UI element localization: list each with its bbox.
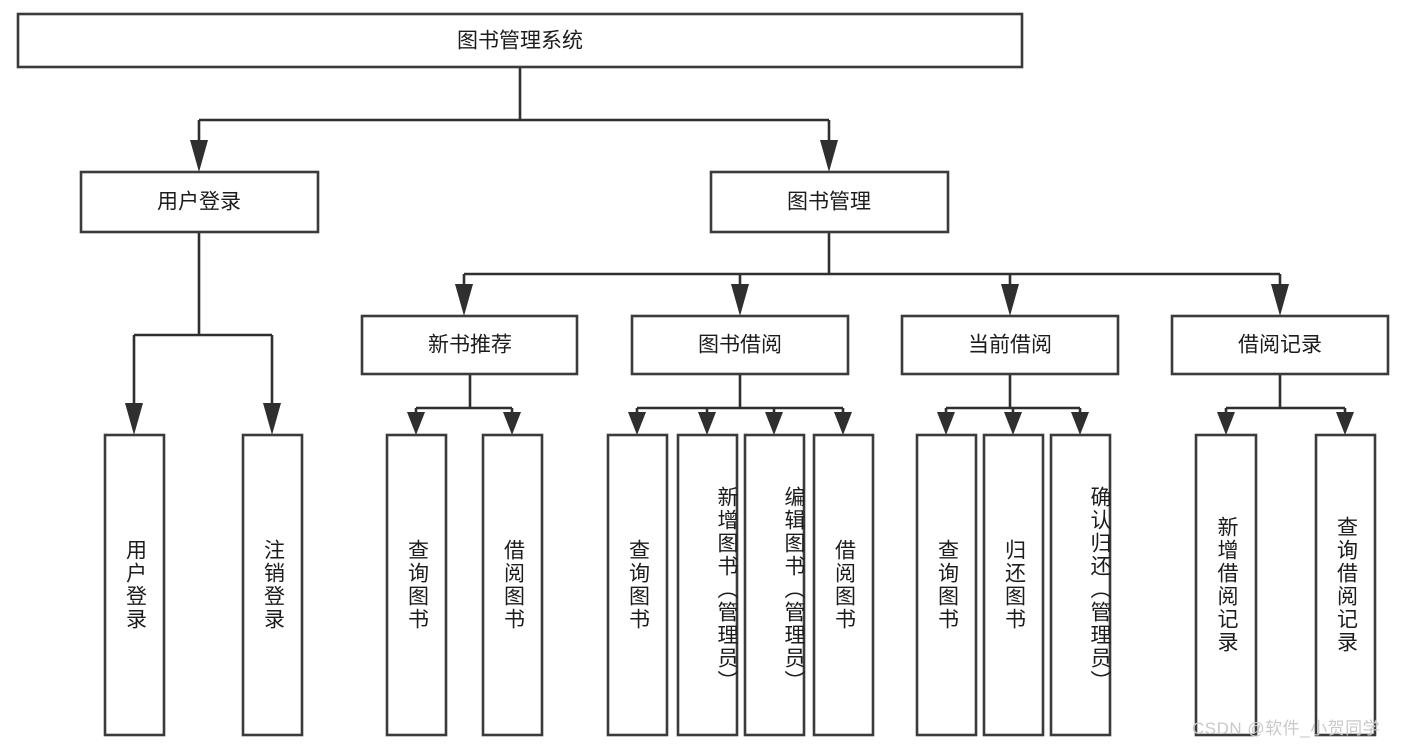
connector-group-current-borrow [937,374,1089,435]
node-book-management-box[interactable] [709,170,950,234]
arrow-head-leaf-borrow-book [834,412,852,435]
leaf-box-borrow-book[interactable] [812,433,875,737]
arrow-head-leaf-query-book-borrow [628,412,646,435]
connector-group-book-borrow [628,374,852,435]
connector-group-root [190,67,838,172]
node-user-login-label: 用户登录 [157,191,241,214]
leaf-box-query-book-borrow[interactable] [606,433,669,737]
node-new-book-recommend[interactable]: 新书推荐 [360,314,579,376]
leaf-box-return-book[interactable] [982,433,1045,737]
arrow-head-leaf-edit-book-admin [765,412,783,435]
leaf-box-query-book-current[interactable] [915,433,978,737]
node-borrow-record-label: 借阅记录 [1238,334,1322,357]
leaf-box-query-borrow-record[interactable] [1314,433,1377,737]
arrow-head-book-management [820,140,838,172]
node-user-login[interactable]: 用户登录 [79,170,320,234]
arrow-head-leaf-user-login [125,403,143,435]
connector-group-borrow-record [1217,374,1354,435]
csdn-watermark: CSDN @软件_小贺同学 [1192,719,1381,738]
node-borrow-record[interactable]: 借阅记录 [1170,314,1390,376]
arrow-head-current-borrow [1001,284,1019,316]
leaf-box-add-borrow-record[interactable] [1194,433,1258,737]
node-book-borrow[interactable]: 图书借阅 [630,314,850,376]
arrow-head-leaf-add-borrow-record [1217,412,1235,435]
arrow-head-leaf-add-book-admin [698,412,716,435]
arrow-head-book-borrow [731,284,749,316]
node-borrow-record-box[interactable] [1170,314,1390,376]
node-root-label: 图书管理系统 [457,30,583,53]
arrow-head-leaf-query-borrow-record [1336,412,1354,435]
node-root[interactable]: 图书管理系统 [16,12,1024,69]
node-new-book-recommend-label: 新书推荐 [428,334,512,357]
arrow-head-leaf-borrow-book-rec [503,412,521,435]
node-book-management-label: 图书管理 [787,191,871,214]
arrow-head-leaf-query-book-current [937,412,955,435]
node-user-login-box[interactable] [79,170,320,234]
connector-group-user-login [125,232,281,435]
node-book-borrow-box[interactable] [630,314,850,376]
arrow-head-new-book-recommend [455,284,473,316]
arrow-head-leaf-confirm-return-admin [1071,412,1089,435]
arrow-head-borrow-record [1271,284,1289,316]
arrow-head-leaf-query-book-rec [407,412,425,435]
arrow-head-user-login [190,140,208,172]
leaf-box-logout[interactable] [241,433,304,737]
leaf-box-confirm-return-admin[interactable] [1049,433,1112,737]
node-current-borrow-box[interactable] [900,314,1120,376]
node-new-book-recommend-box[interactable] [360,314,579,376]
leaf-box-add-book-admin[interactable] [676,433,739,737]
leaf-boxes [103,433,1377,737]
arrow-head-leaf-return-book [1004,412,1022,435]
connector-group-new-book-recommend [407,374,521,435]
node-book-management[interactable]: 图书管理 [709,170,950,234]
connector-group-book-management [455,232,1289,316]
arrow-head-leaf-logout [263,403,281,435]
leaf-box-borrow-book-rec[interactable] [481,433,544,737]
node-root-box[interactable] [16,12,1024,69]
node-current-borrow[interactable]: 当前借阅 [900,314,1120,376]
leaf-box-query-book-rec[interactable] [385,433,448,737]
node-book-borrow-label: 图书借阅 [698,334,782,357]
node-current-borrow-label: 当前借阅 [968,334,1052,357]
leaf-box-edit-book-admin[interactable] [743,433,806,737]
leaf-box-user-login[interactable] [103,433,166,737]
